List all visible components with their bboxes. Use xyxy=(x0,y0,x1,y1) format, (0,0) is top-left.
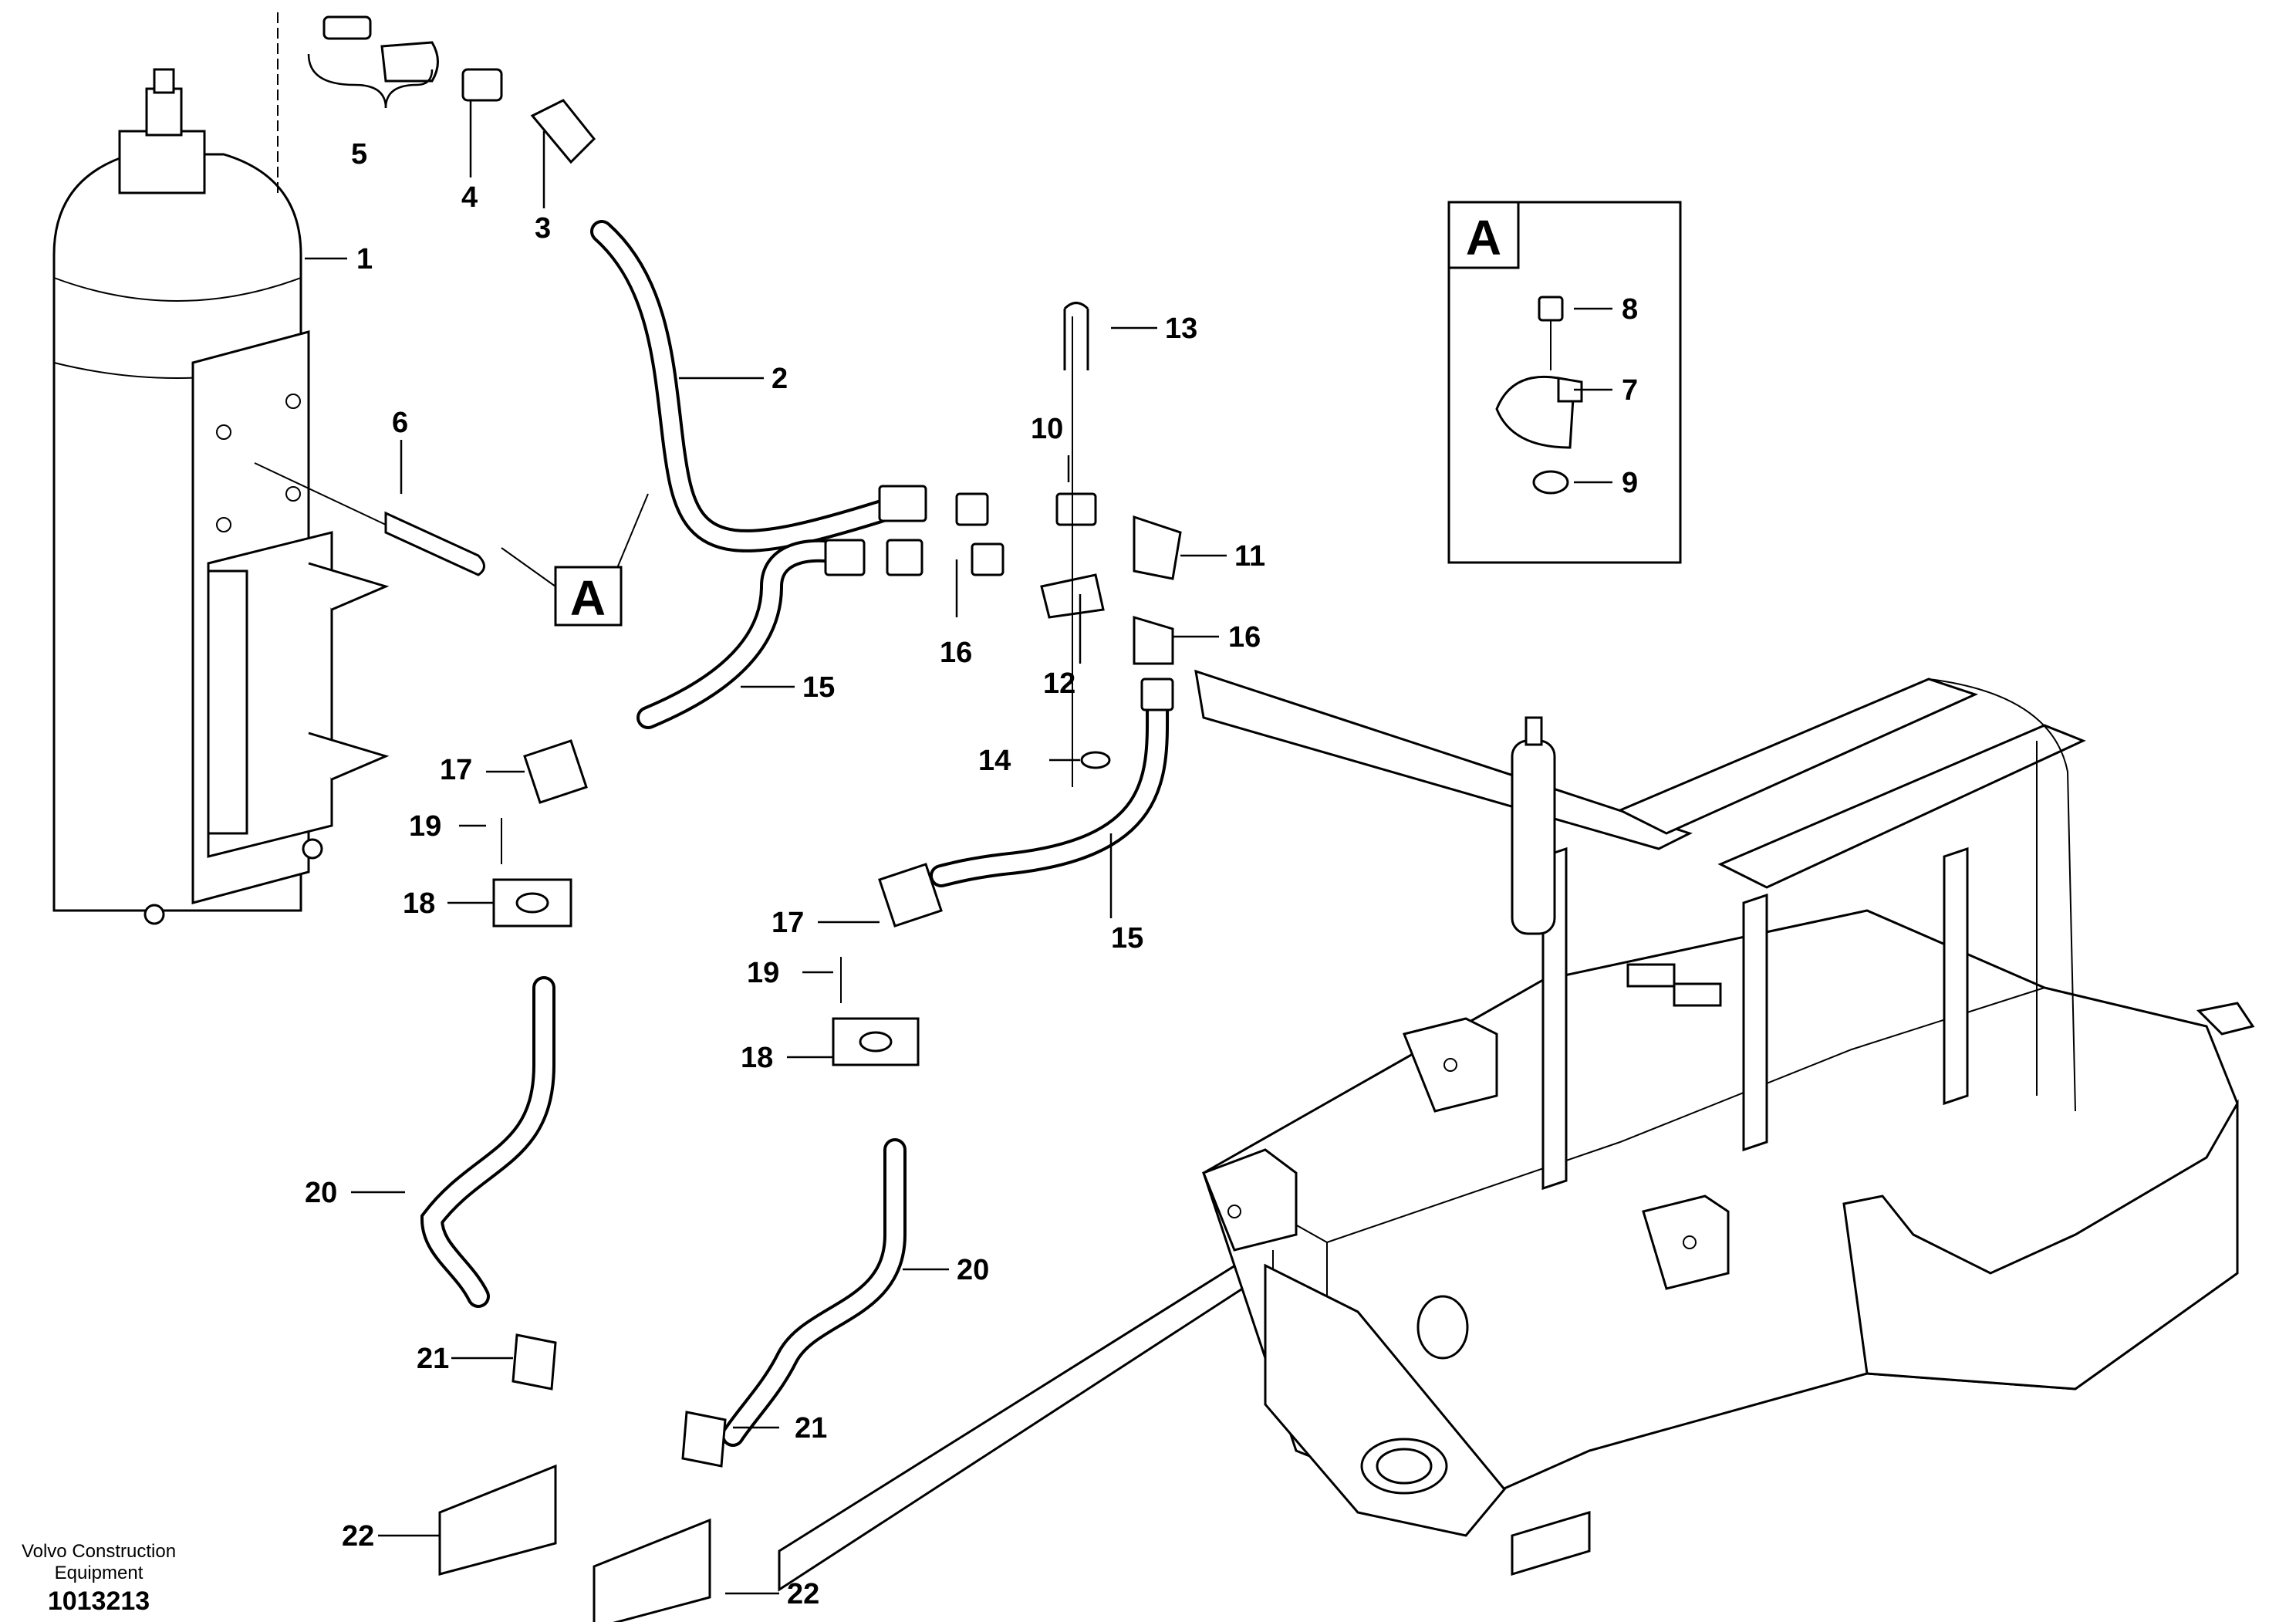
callout-20b: 20 xyxy=(957,1254,989,1286)
callout-15a: 15 xyxy=(802,671,835,704)
detail-a-leader: A xyxy=(501,493,649,627)
leader-lines xyxy=(305,53,1612,1595)
callout-15b: 15 xyxy=(1111,922,1143,955)
callout-16b: 16 xyxy=(1228,621,1261,654)
callout-19b: 19 xyxy=(747,957,779,989)
callout-21a: 21 xyxy=(417,1343,449,1375)
footer-company-line2: Equipment xyxy=(55,1563,144,1583)
drawing-number: 1013213 xyxy=(48,1587,150,1616)
callout-10: 10 xyxy=(1031,413,1063,445)
callout-9: 9 xyxy=(1622,467,1638,499)
callout-17a: 17 xyxy=(440,754,472,786)
bracket-pin xyxy=(254,462,485,576)
callout-17b: 17 xyxy=(772,907,804,939)
callout-22a: 22 xyxy=(342,1520,374,1553)
top-fittings xyxy=(322,15,596,164)
gas-cylinder xyxy=(52,8,390,925)
footer-company-line1: Volvo Construction xyxy=(22,1541,176,1562)
callout-13: 13 xyxy=(1165,313,1197,345)
detail-label-a: A xyxy=(570,570,606,626)
callout-6: 6 xyxy=(392,407,408,439)
callout-21b: 21 xyxy=(795,1412,827,1445)
fitting-cluster xyxy=(824,302,1182,787)
callout-8: 8 xyxy=(1622,293,1638,326)
callout-16a: 16 xyxy=(940,637,972,669)
callout-4: 4 xyxy=(461,181,478,214)
callout-7: 7 xyxy=(1622,374,1638,407)
callout-20a: 20 xyxy=(305,1177,337,1209)
callout-5: 5 xyxy=(351,138,367,171)
callout-2: 2 xyxy=(772,363,788,395)
callout-14: 14 xyxy=(978,745,1011,777)
callout-11: 11 xyxy=(1234,540,1265,573)
detail-box-label-a: A xyxy=(1466,210,1501,265)
callout-1: 1 xyxy=(356,243,373,275)
lower-fittings xyxy=(438,739,943,1622)
machine-frame xyxy=(778,669,2255,1592)
callout-12: 12 xyxy=(1043,667,1075,700)
callout-labels: 1 2 3 4 5 6 7 8 9 10 11 12 13 14 15 16 1… xyxy=(305,138,1638,1610)
callout-18a: 18 xyxy=(403,887,435,920)
hoses xyxy=(420,220,1170,1447)
detail-a-box: A xyxy=(1447,201,1682,564)
callout-18b: 18 xyxy=(741,1042,773,1074)
callout-3: 3 xyxy=(535,212,551,245)
footer: Volvo Construction Equipment 1013213 xyxy=(22,1541,176,1616)
callout-22b: 22 xyxy=(787,1578,819,1610)
callout-19a: 19 xyxy=(409,810,441,843)
